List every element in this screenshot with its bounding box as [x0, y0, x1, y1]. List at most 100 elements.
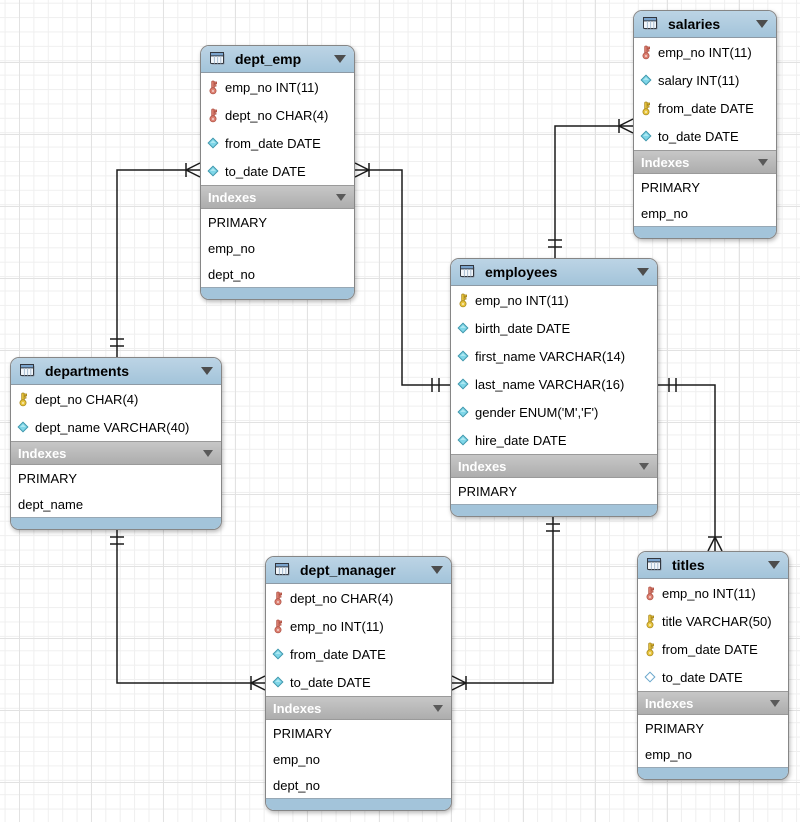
table-footer: [451, 504, 657, 516]
column-definition: dept_no CHAR(4): [35, 391, 139, 407]
index-row[interactable]: dept_name: [11, 491, 221, 517]
indexes-section-header[interactable]: Indexes: [451, 454, 657, 478]
relationship-departments-dept_manager[interactable]: [110, 526, 266, 691]
collapse-arrow-icon[interactable]: [637, 268, 649, 276]
column-row[interactable]: from_date DATE: [201, 129, 354, 157]
index-row[interactable]: PRIMARY: [634, 174, 776, 200]
column-row[interactable]: from_date DATE: [266, 640, 451, 668]
column-definition: first_name VARCHAR(14): [475, 348, 626, 364]
table-icon: [459, 264, 477, 280]
column-row[interactable]: to_date DATE: [266, 668, 451, 696]
index-row[interactable]: PRIMARY: [266, 720, 451, 746]
collapse-arrow-icon[interactable]: [756, 20, 768, 28]
indexes-label: Indexes: [208, 189, 257, 205]
relationship-salaries-employees[interactable]: [548, 118, 634, 258]
column-row[interactable]: from_date DATE: [634, 94, 776, 122]
table-header[interactable]: dept_emp: [201, 46, 354, 73]
primary-key-icon: [17, 392, 29, 407]
indexes-section-header[interactable]: Indexes: [634, 150, 776, 174]
column-row[interactable]: emp_no INT(11): [201, 73, 354, 101]
indexes-section-header[interactable]: Indexes: [266, 696, 451, 720]
relationship-dept_emp-departments[interactable]: [110, 162, 201, 357]
index-row[interactable]: dept_no: [266, 772, 451, 798]
column-row[interactable]: from_date DATE: [638, 635, 788, 663]
column-list: emp_no INT(11)title VARCHAR(50) from_date…: [638, 579, 788, 691]
column-row[interactable]: to_date DATE: [638, 663, 788, 691]
column-row[interactable]: first_name VARCHAR(14): [451, 342, 657, 370]
column-row[interactable]: title VARCHAR(50): [638, 607, 788, 635]
collapse-arrow-icon[interactable]: [336, 193, 346, 201]
table-header[interactable]: titles: [638, 552, 788, 579]
column-row[interactable]: emp_no INT(11): [634, 38, 776, 66]
index-row[interactable]: dept_no: [201, 261, 354, 287]
table-card-departments[interactable]: departments dept_no CHAR(4) dept_name VAR…: [10, 357, 222, 530]
table-card-titles[interactable]: titles emp_no INT(11)title VARCHAR(50) fr…: [637, 551, 789, 780]
column-definition: emp_no INT(11): [475, 292, 569, 308]
column-definition: from_date DATE: [662, 641, 758, 657]
collapse-arrow-icon[interactable]: [334, 55, 346, 63]
collapse-arrow-icon[interactable]: [203, 449, 213, 457]
table-icon: [209, 51, 227, 67]
index-row[interactable]: PRIMARY: [201, 209, 354, 235]
indexes-section-header[interactable]: Indexes: [201, 185, 354, 209]
column-row[interactable]: to_date DATE: [634, 122, 776, 150]
column-row[interactable]: dept_name VARCHAR(40): [11, 413, 221, 441]
column-row[interactable]: birth_date DATE: [451, 314, 657, 342]
table-name: titles: [672, 557, 705, 573]
index-row[interactable]: PRIMARY: [451, 478, 657, 504]
collapse-arrow-icon[interactable]: [768, 561, 780, 569]
table-header[interactable]: departments: [11, 358, 221, 385]
table-footer: [201, 287, 354, 299]
collapse-arrow-icon[interactable]: [201, 367, 213, 375]
table-header[interactable]: employees: [451, 259, 657, 286]
table-name: dept_emp: [235, 51, 302, 67]
table-footer: [11, 517, 221, 529]
column-row[interactable]: emp_no INT(11): [451, 286, 657, 314]
column-row[interactable]: hire_date DATE: [451, 426, 657, 454]
index-row[interactable]: emp_no: [201, 235, 354, 261]
column-row[interactable]: to_date DATE: [201, 157, 354, 185]
attribute-diamond-icon: [207, 165, 219, 177]
column-row[interactable]: dept_no CHAR(4): [201, 101, 354, 129]
relationship-employees-titles[interactable]: [658, 378, 723, 552]
collapse-arrow-icon[interactable]: [431, 566, 443, 574]
column-row[interactable]: gender ENUM('M','F'): [451, 398, 657, 426]
column-row[interactable]: last_name VARCHAR(16): [451, 370, 657, 398]
table-card-dept_manager[interactable]: dept_manager dept_no CHAR(4)emp_no INT(1…: [265, 556, 452, 811]
attribute-diamond-icon: [207, 137, 219, 149]
column-row[interactable]: emp_no INT(11): [266, 612, 451, 640]
collapse-arrow-icon[interactable]: [433, 704, 443, 712]
column-definition: to_date DATE: [290, 674, 371, 690]
table-card-employees[interactable]: employees emp_no INT(11) birth_date DATE f…: [450, 258, 658, 517]
index-row[interactable]: emp_no: [638, 741, 788, 767]
table-header[interactable]: dept_manager: [266, 557, 451, 584]
index-row[interactable]: PRIMARY: [11, 465, 221, 491]
collapse-arrow-icon[interactable]: [758, 158, 768, 166]
column-definition: last_name VARCHAR(16): [475, 376, 625, 392]
column-row[interactable]: emp_no INT(11): [638, 579, 788, 607]
indexes-section-header[interactable]: Indexes: [11, 441, 221, 465]
relationship-dept_emp-employees[interactable]: [354, 162, 450, 392]
primary-foreign-key-icon: [644, 586, 656, 601]
table-card-dept_emp[interactable]: dept_emp emp_no INT(11)dept_no CHAR(4)fr…: [200, 45, 355, 300]
index-row[interactable]: emp_no: [266, 746, 451, 772]
table-header[interactable]: salaries: [634, 11, 776, 38]
collapse-arrow-icon[interactable]: [639, 462, 649, 470]
table-card-salaries[interactable]: salaries emp_no INT(11)salary INT(11)fro…: [633, 10, 777, 239]
table-name: salaries: [668, 16, 721, 32]
column-row[interactable]: dept_no CHAR(4): [11, 385, 221, 413]
column-definition: from_date DATE: [290, 646, 386, 662]
index-list: PRIMARY: [451, 478, 657, 504]
relationship-employees-dept_manager[interactable]: [451, 513, 560, 691]
index-row[interactable]: PRIMARY: [638, 715, 788, 741]
collapse-arrow-icon[interactable]: [770, 699, 780, 707]
index-row[interactable]: emp_no: [634, 200, 776, 226]
column-row[interactable]: salary INT(11): [634, 66, 776, 94]
indexes-section-header[interactable]: Indexes: [638, 691, 788, 715]
column-row[interactable]: dept_no CHAR(4): [266, 584, 451, 612]
indexes-label: Indexes: [273, 700, 322, 716]
